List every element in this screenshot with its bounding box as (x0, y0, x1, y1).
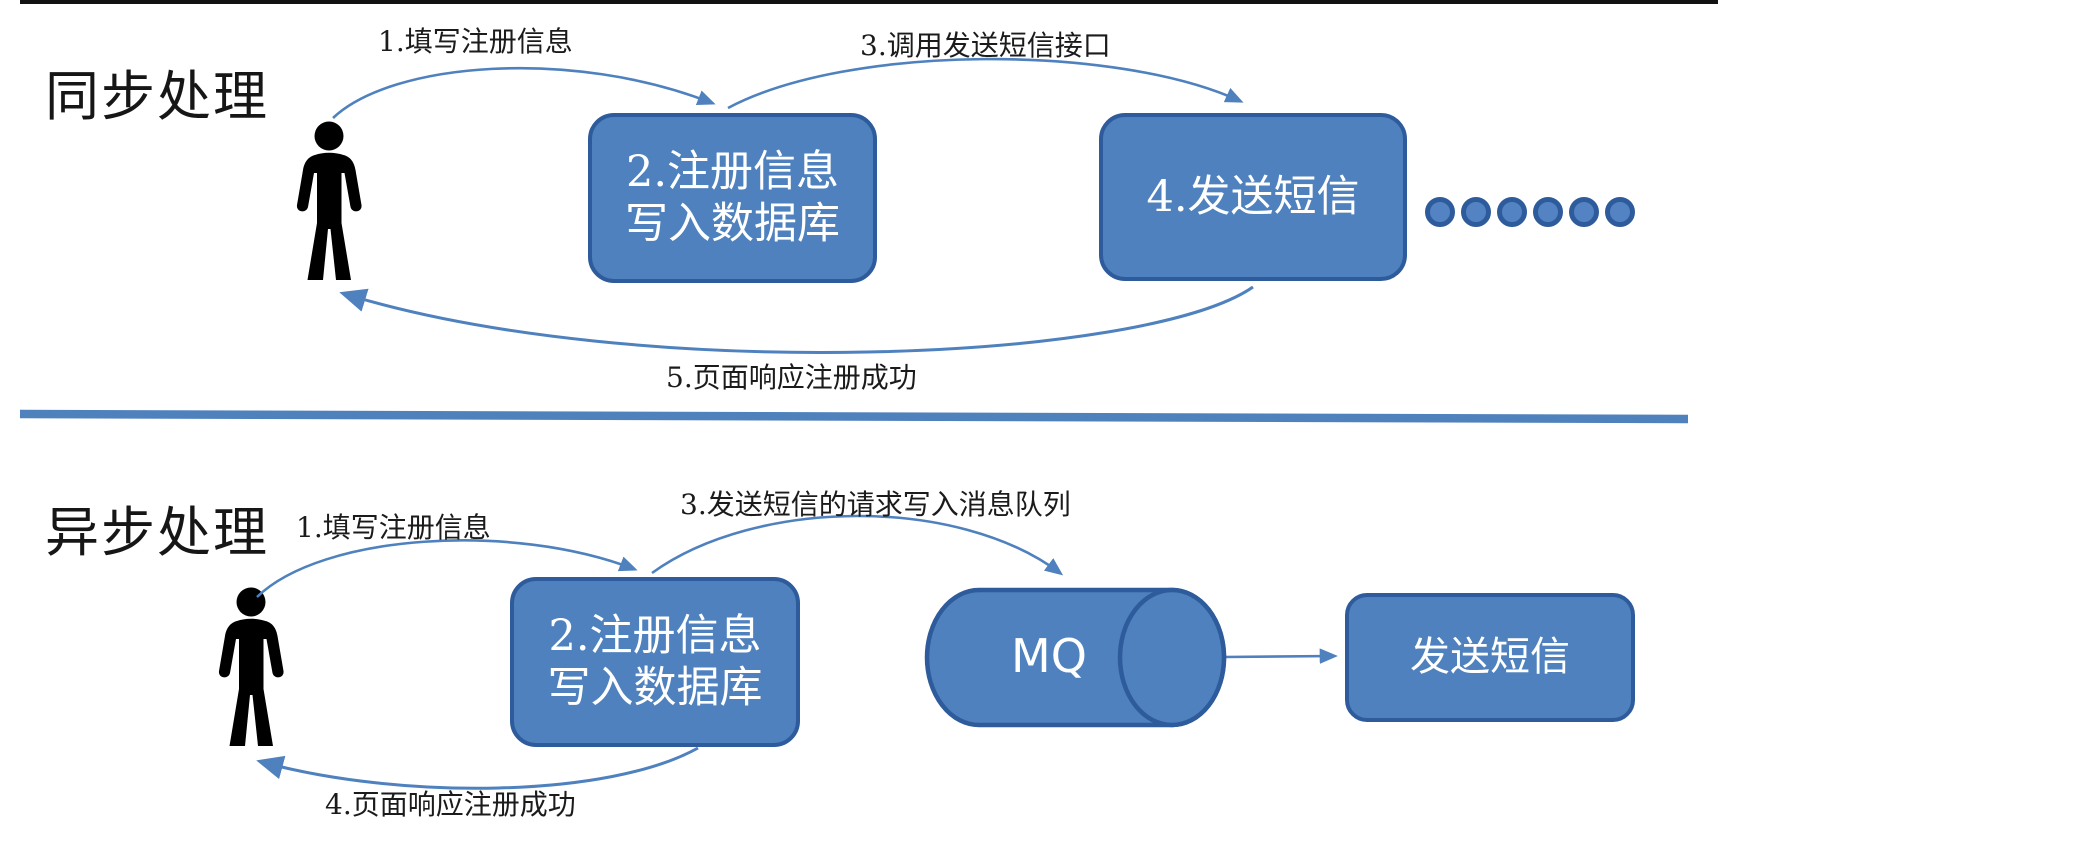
sync-send-sms-label: 4.发送短信 (1146, 171, 1360, 222)
async-step1-label: 1.填写注册信息 (296, 511, 491, 544)
user-person-icon (296, 121, 362, 280)
ellipsis-dot (1425, 197, 1455, 227)
async-register-db-box: 2.注册信息 写入数据库 (510, 577, 800, 747)
ellipsis-dot (1605, 197, 1635, 227)
sync-step5-label: 5.页面响应注册成功 (666, 361, 917, 394)
ellipsis-dot (1533, 197, 1563, 227)
arrow-step3-async (651, 514, 1064, 576)
async-send-sms-label: 发送短信 (1410, 634, 1570, 681)
sync-register-db-box: 2.注册信息 写入数据库 (588, 113, 877, 283)
top-rule (20, 0, 1718, 4)
async-register-db-line1: 2.注册信息 (548, 610, 762, 661)
sync-section-title: 同步处理 (45, 65, 269, 128)
sync-register-db-line2: 写入数据库 (625, 199, 840, 249)
user-person-icon-async (218, 587, 284, 746)
mq-label: MQ (1011, 629, 1087, 683)
arrow-step5-sync (339, 285, 1254, 354)
mq-cylinder-icon (924, 587, 1227, 728)
arrow-step1-async (256, 539, 638, 598)
arrow-step4-async (256, 746, 699, 790)
ellipsis-dot (1497, 197, 1527, 227)
section-divider (19, 409, 1689, 424)
sync-step3-label: 3.调用发送短信接口 (860, 29, 1111, 62)
ellipsis-dots (1425, 197, 1635, 227)
ellipsis-dot (1569, 197, 1599, 227)
async-step3-label: 3.发送短信的请求写入消息队列 (680, 488, 1071, 521)
arrow-step3-sync (727, 57, 1244, 110)
ellipsis-dot (1461, 197, 1491, 227)
async-step4-label: 4.页面响应注册成功 (325, 788, 576, 821)
sync-register-db-line1: 2.注册信息 (625, 146, 840, 197)
async-register-db-line2: 写入数据库 (547, 663, 763, 713)
sync-send-sms-box: 4.发送短信 (1099, 113, 1407, 281)
sync-step1-label: 1.填写注册信息 (378, 25, 573, 58)
arrow-mq-to-sms (1223, 648, 1338, 664)
async-send-sms-box: 发送短信 (1345, 593, 1635, 722)
async-section-title: 异步处理 (45, 501, 269, 564)
arrow-step1-sync (332, 66, 716, 119)
